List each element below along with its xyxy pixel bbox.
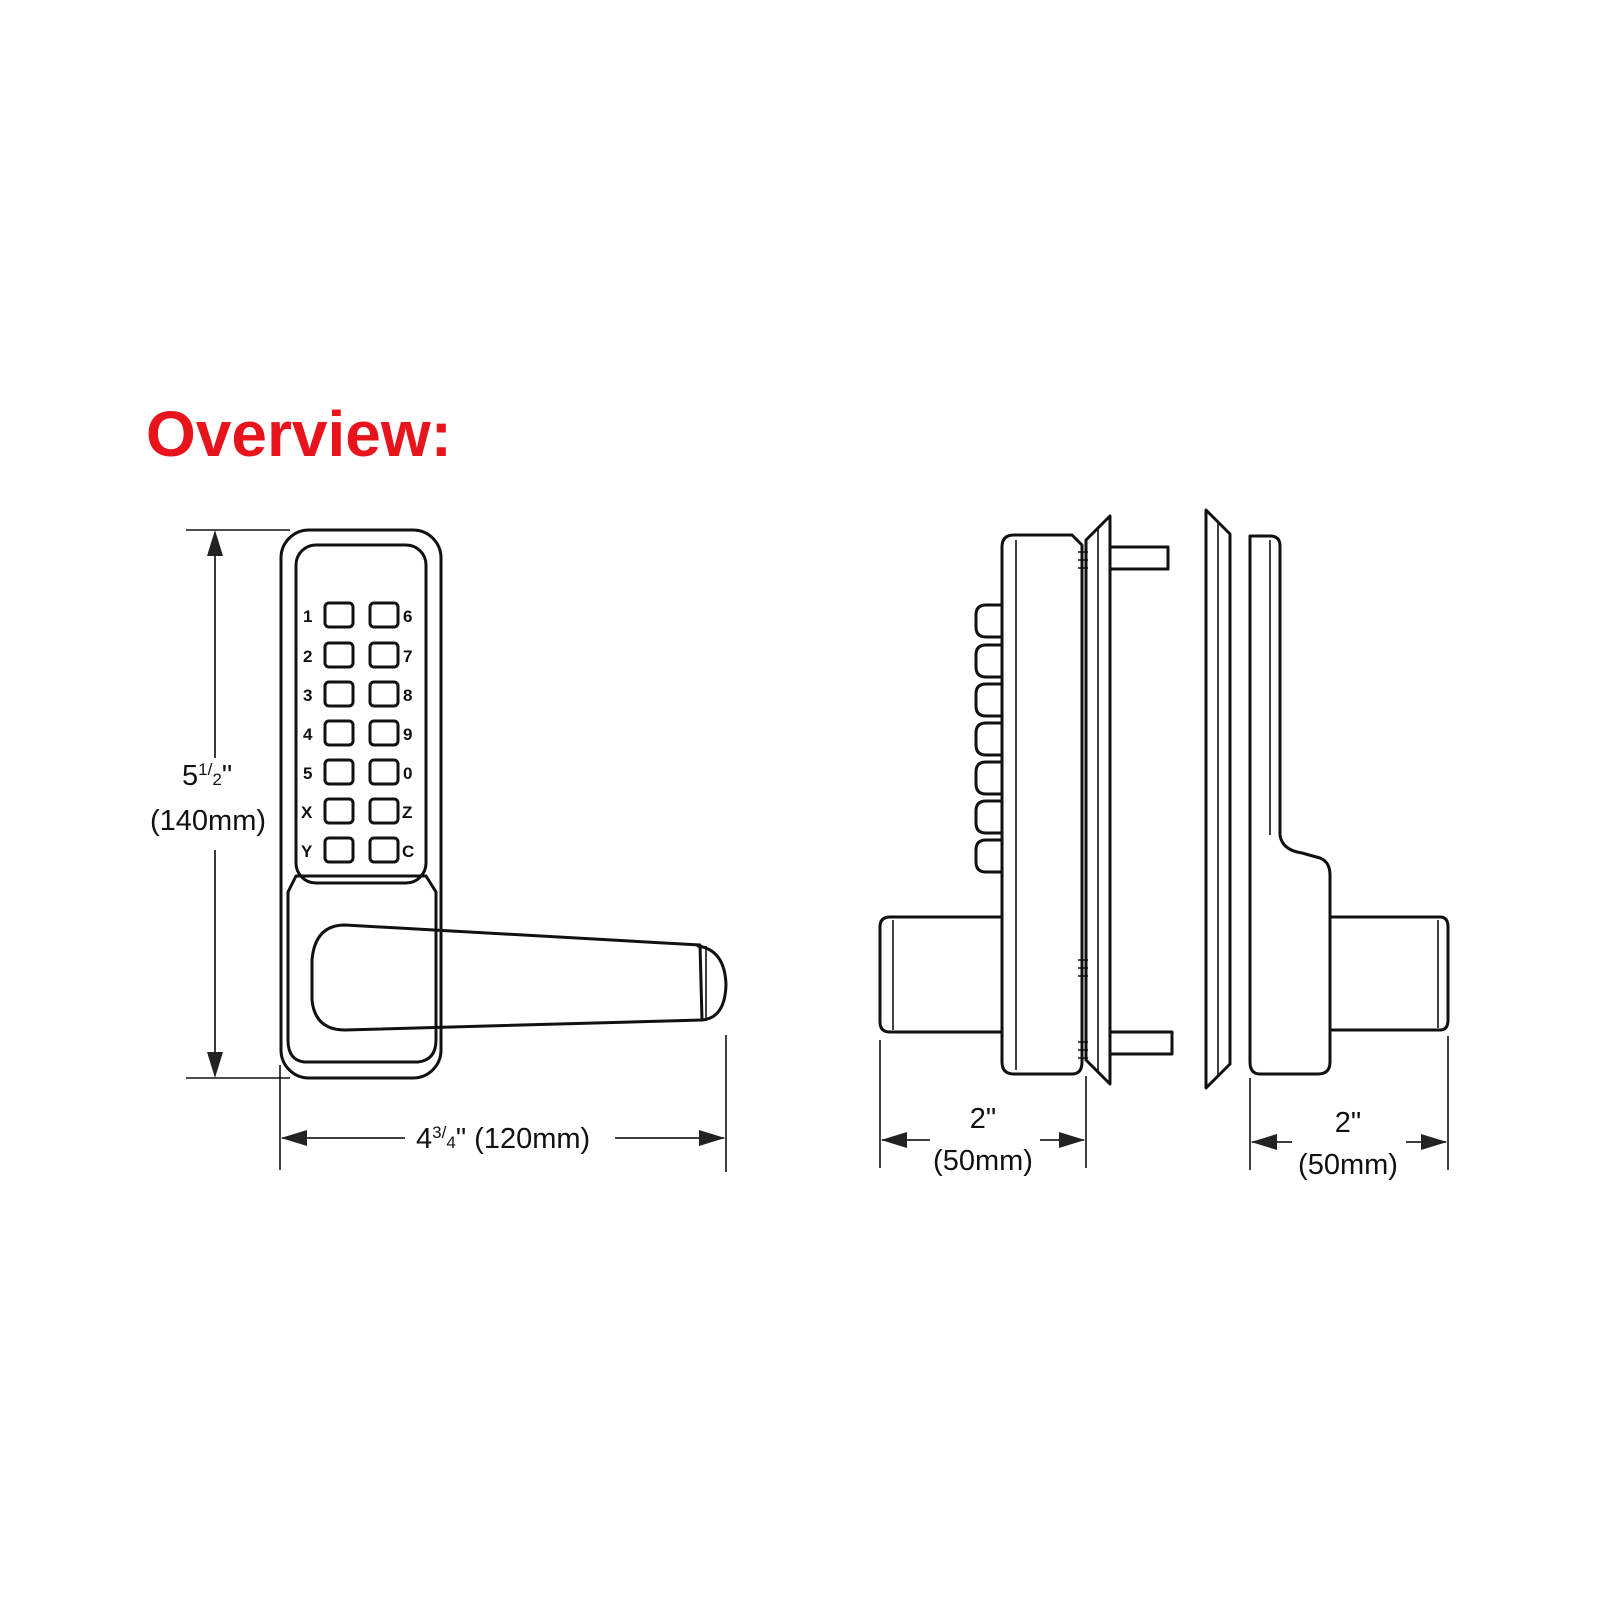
key-row: [323, 836, 400, 864]
key-row: [323, 758, 400, 786]
key-label: C: [402, 842, 414, 861]
keypad-left-labels: 1 2 3 4 5 X Y: [301, 607, 313, 861]
key-label: 2: [303, 647, 312, 666]
key-label: 7: [403, 647, 412, 666]
arrow-right-icon: [1421, 1134, 1447, 1150]
through-bolt-top: [1108, 545, 1170, 571]
inside-depth-metric: (50mm): [1298, 1149, 1398, 1181]
key-button: [323, 641, 355, 669]
keypad-right-labels: 6 7 8 9 0 Z C: [402, 607, 414, 861]
key-button: [368, 797, 400, 825]
arrow-right-icon: [699, 1130, 725, 1146]
key-row: [323, 680, 400, 708]
arrow-left-icon: [881, 1132, 907, 1148]
key-label: 8: [403, 686, 412, 705]
height-metric-label: (140mm): [150, 805, 266, 837]
height-dimension: 51/2" (140mm): [150, 529, 290, 1079]
arrow-left-icon: [1251, 1134, 1277, 1150]
key-button: [368, 680, 400, 708]
side-key: [974, 838, 1004, 874]
detail-ticks: [1078, 551, 1088, 1059]
key-row: [323, 601, 400, 629]
key-button: [323, 758, 355, 786]
arrow-up-icon: [207, 530, 223, 556]
key-label: X: [301, 803, 313, 822]
outside-rose: [1084, 514, 1112, 1086]
key-button: [368, 758, 400, 786]
key-label: 5: [303, 764, 312, 783]
key-row: [323, 797, 400, 825]
key-button: [323, 601, 355, 629]
side-key: [974, 603, 1004, 639]
key-button: [323, 719, 355, 747]
side-key: [974, 760, 1004, 796]
outside-handle-stub: [878, 915, 1004, 1034]
keypad-face: [294, 543, 428, 885]
front-view: 1 2 3 4 5 X Y 6 7 8 9 0 Z C: [150, 528, 728, 1172]
side-key: [974, 643, 1004, 679]
key-button: [323, 680, 355, 708]
width-label: 43/4" (120mm): [416, 1123, 590, 1155]
inside-depth-imperial: 2": [1335, 1107, 1361, 1139]
key-row: [323, 719, 400, 747]
key-button: [368, 641, 400, 669]
key-label: 3: [303, 686, 312, 705]
key-label: 0: [403, 764, 412, 783]
outside-body: [1000, 533, 1084, 1076]
key-label: Y: [301, 842, 313, 861]
lever-handle: [310, 923, 704, 1032]
outside-depth-dimension: 2" (50mm): [879, 1040, 1087, 1177]
side-key: [974, 721, 1004, 757]
side-key: [974, 799, 1004, 835]
key-button: [323, 836, 355, 864]
key-button: [368, 719, 400, 747]
key-label: 1: [303, 607, 312, 626]
key-label: 4: [303, 725, 313, 744]
key-row: [323, 641, 400, 669]
keypad-buttons: [323, 601, 400, 864]
outside-depth-metric: (50mm): [933, 1145, 1033, 1177]
arrow-left-icon: [281, 1130, 307, 1146]
key-label: 9: [403, 725, 412, 744]
lever-tip: [696, 944, 728, 1022]
key-label: 6: [403, 607, 412, 626]
through-bolt-bottom: [1108, 1030, 1174, 1056]
key-button: [368, 601, 400, 629]
inside-body: [1248, 534, 1332, 1076]
key-button: [323, 797, 355, 825]
page-title: Overview:: [146, 398, 452, 470]
side-view: 2" (50mm) 2" (50mm): [878, 508, 1450, 1181]
escutcheon-outer: [279, 528, 443, 1080]
escutcheon-lower: [286, 874, 438, 1064]
inside-rose: [1204, 508, 1232, 1090]
side-key: [974, 682, 1004, 718]
key-label: Z: [402, 803, 412, 822]
arrow-down-icon: [207, 1052, 223, 1078]
inside-handle-stub: [1328, 915, 1450, 1032]
side-keypad-buttons: [974, 603, 1004, 874]
inside-depth-dimension: 2" (50mm): [1249, 1036, 1449, 1181]
outside-depth-imperial: 2": [970, 1103, 996, 1135]
height-imperial-label: 51/2": [182, 760, 232, 792]
key-button: [368, 836, 400, 864]
arrow-right-icon: [1059, 1132, 1085, 1148]
width-dimension: 43/4" (120mm): [279, 1035, 727, 1172]
